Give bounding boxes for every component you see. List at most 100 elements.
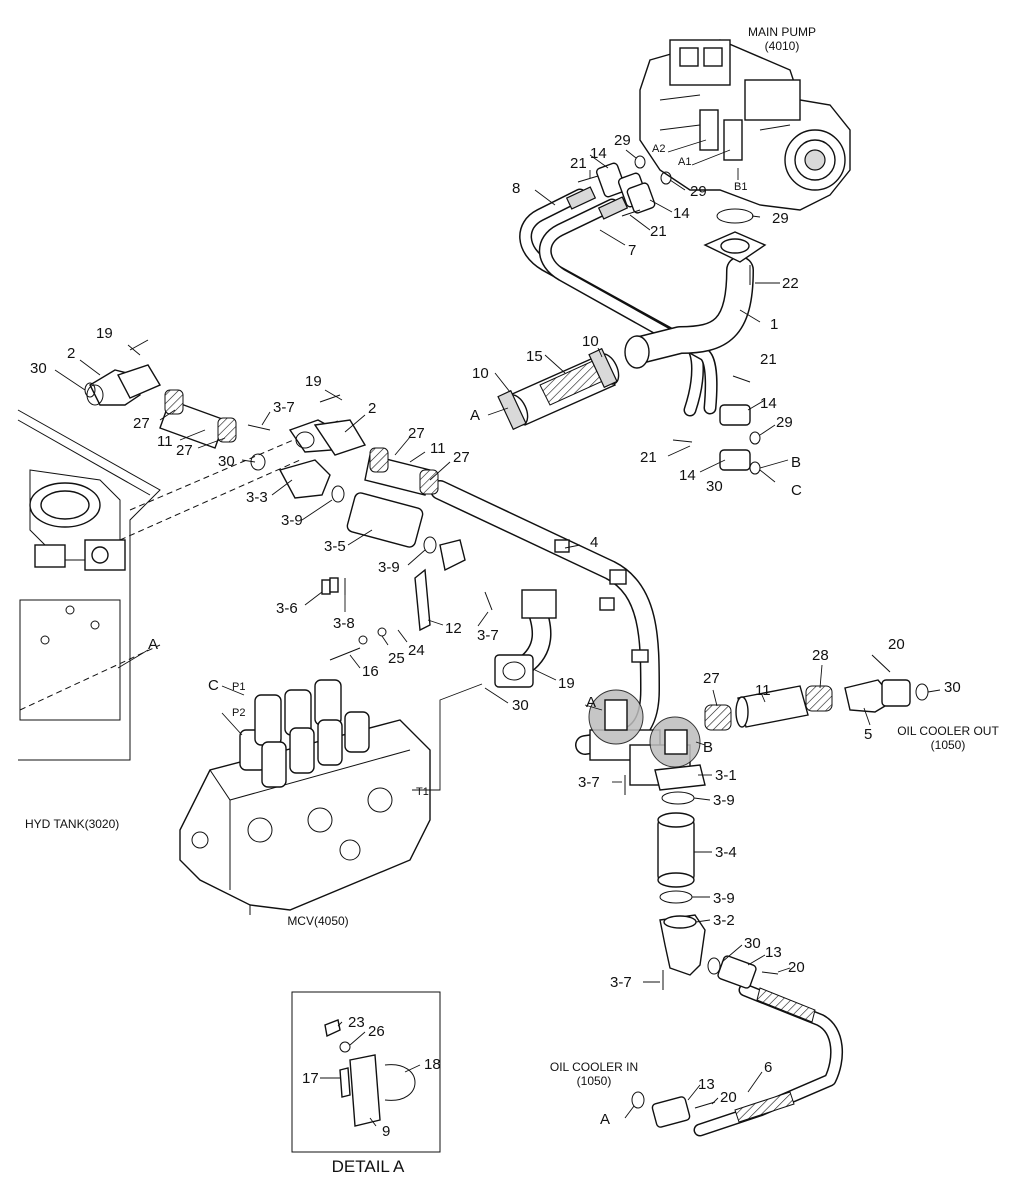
callout-13: 13 bbox=[765, 944, 782, 961]
port-a1-label: A1 bbox=[678, 156, 691, 168]
callout-27: 27 bbox=[133, 415, 150, 432]
callout-3-7: 3-7 bbox=[578, 774, 600, 791]
port-p1-label: P1 bbox=[232, 681, 245, 693]
main-pump-code: (4010) bbox=[765, 39, 800, 53]
callout-20: 20 bbox=[888, 636, 905, 653]
callout-29: 30 bbox=[706, 478, 723, 495]
callout-7: 7 bbox=[628, 242, 636, 259]
callout-3-6: 3-6 bbox=[276, 600, 298, 617]
callout-29: 29 bbox=[776, 414, 793, 431]
hyd-tank: HYD TANK(3020) bbox=[17, 409, 341, 831]
callout-20: 20 bbox=[720, 1089, 737, 1106]
callout-11: 11 bbox=[430, 440, 446, 457]
detail-a-title: DETAIL A bbox=[332, 1157, 405, 1176]
detail-a-markers bbox=[588, 689, 701, 768]
suction-pipe-1 bbox=[624, 231, 767, 369]
callout-25: 25 bbox=[388, 650, 405, 667]
callout-21: 21 bbox=[650, 223, 667, 240]
port-b1-label: B1 bbox=[734, 181, 747, 193]
suction-hose-15 bbox=[497, 347, 620, 431]
flange-clamps bbox=[577, 155, 761, 475]
callout-27: 27 bbox=[408, 425, 425, 442]
callout-14: 14 bbox=[590, 145, 607, 162]
callout-B: C bbox=[208, 677, 219, 694]
callout-14: 14 bbox=[760, 395, 777, 412]
callout-1: 1 bbox=[770, 316, 778, 333]
callout-A: B bbox=[703, 739, 713, 756]
port-a2-label: A2 bbox=[652, 143, 665, 155]
callout-3-1: 3-1 bbox=[715, 767, 737, 784]
callout-30: 30 bbox=[944, 679, 961, 696]
callout-3-7: 3-7 bbox=[477, 627, 499, 644]
main-pump-label: MAIN PUMP bbox=[748, 25, 816, 39]
oil-cooler-in-code: (1050) bbox=[577, 1074, 612, 1088]
hyd-tank-label: HYD TANK(3020) bbox=[25, 817, 119, 831]
callout-3-9: 3-9 bbox=[378, 559, 400, 576]
callout-6: 6 bbox=[764, 1059, 772, 1076]
callout-30: 30 bbox=[744, 935, 761, 952]
callout-8: 8 bbox=[512, 180, 520, 197]
callout-26: 26 bbox=[368, 1023, 385, 1040]
callout-A: A bbox=[470, 407, 480, 424]
cooler-out-line bbox=[704, 654, 929, 731]
return-pipe-lower bbox=[624, 764, 721, 990]
callout-17: 17 bbox=[302, 1070, 319, 1087]
callout-27: 28 bbox=[812, 647, 829, 664]
callout-3-2: 3-2 bbox=[713, 912, 735, 929]
callout-29: 29 bbox=[690, 183, 707, 200]
callout-2: 2 bbox=[67, 345, 75, 362]
detail-a-box: DETAIL A bbox=[291, 991, 441, 1176]
callout-10: 10 bbox=[472, 365, 489, 382]
callout-3-7: 3-7 bbox=[610, 974, 632, 991]
callout-29: 29 bbox=[614, 132, 631, 149]
callout-3-4: 3-4 bbox=[715, 844, 737, 861]
callout-3-5: 3-5 bbox=[324, 538, 346, 555]
callout-30: 30 bbox=[218, 453, 235, 470]
cooler-labels: OIL COOLER OUT (1050) OIL COOLER IN (105… bbox=[550, 724, 1000, 1088]
left-suction-line bbox=[84, 339, 493, 611]
callout-3-7: 3-7 bbox=[273, 399, 295, 416]
callout-27: 27 bbox=[176, 442, 193, 459]
callout-30: 30 bbox=[30, 360, 47, 377]
callout-3-8: 3-8 bbox=[333, 615, 355, 632]
callout-30: 30 bbox=[512, 697, 529, 714]
callout-4: 4 bbox=[590, 534, 598, 551]
callout-11: 11 bbox=[157, 433, 173, 450]
callout-9: 9 bbox=[382, 1123, 390, 1140]
callout-2: 2 bbox=[368, 400, 376, 417]
main-pump: MAIN PUMP (4010) A2 A1 B1 bbox=[639, 25, 851, 211]
callout-A: A bbox=[586, 694, 596, 711]
callout-14: 14 bbox=[673, 205, 690, 222]
callout-12: 12 bbox=[445, 620, 462, 637]
oil-cooler-in-label: OIL COOLER IN bbox=[550, 1060, 638, 1074]
callout-C: C bbox=[791, 482, 802, 499]
callout-B: B bbox=[791, 454, 801, 471]
callouts: 1 2 2 3-1 3-2 3-3 3-4 3-5 3-6 3-7 3-7 3-… bbox=[30, 132, 961, 1140]
callout-19: 19 bbox=[558, 675, 575, 692]
pressure-hoses bbox=[519, 186, 718, 417]
hose-6 bbox=[631, 955, 844, 1137]
callout-13: 13 bbox=[698, 1076, 715, 1093]
callout-3-3: 3-3 bbox=[246, 489, 268, 506]
callout-23: 23 bbox=[348, 1014, 365, 1031]
callout-28: 29 bbox=[772, 210, 789, 227]
callout-3-9: 3-9 bbox=[281, 512, 303, 529]
callout-19: 19 bbox=[305, 373, 322, 390]
callout-20: 20 bbox=[788, 959, 805, 976]
callout-3-9: 3-9 bbox=[713, 890, 735, 907]
callout-22: 22 bbox=[782, 275, 799, 292]
callout-24: 24 bbox=[408, 642, 425, 659]
callout-21: 21 bbox=[570, 155, 587, 172]
port-t1-label: T1 bbox=[416, 786, 429, 798]
mcv-valve: MCV(4050) P1 P2 T1 bbox=[179, 679, 483, 928]
callout-A: A bbox=[148, 636, 158, 653]
callout-30: A bbox=[600, 1111, 610, 1128]
callout-5: 5 bbox=[864, 726, 872, 743]
callout-27: 27 bbox=[703, 670, 720, 687]
port-p2-label: P2 bbox=[232, 707, 245, 719]
callout-10: 10 bbox=[582, 333, 599, 350]
bracket-parts bbox=[321, 568, 431, 661]
callout-27: 27 bbox=[453, 449, 470, 466]
callout-16: 16 bbox=[362, 663, 379, 680]
callout-3-9: 3-9 bbox=[713, 792, 735, 809]
